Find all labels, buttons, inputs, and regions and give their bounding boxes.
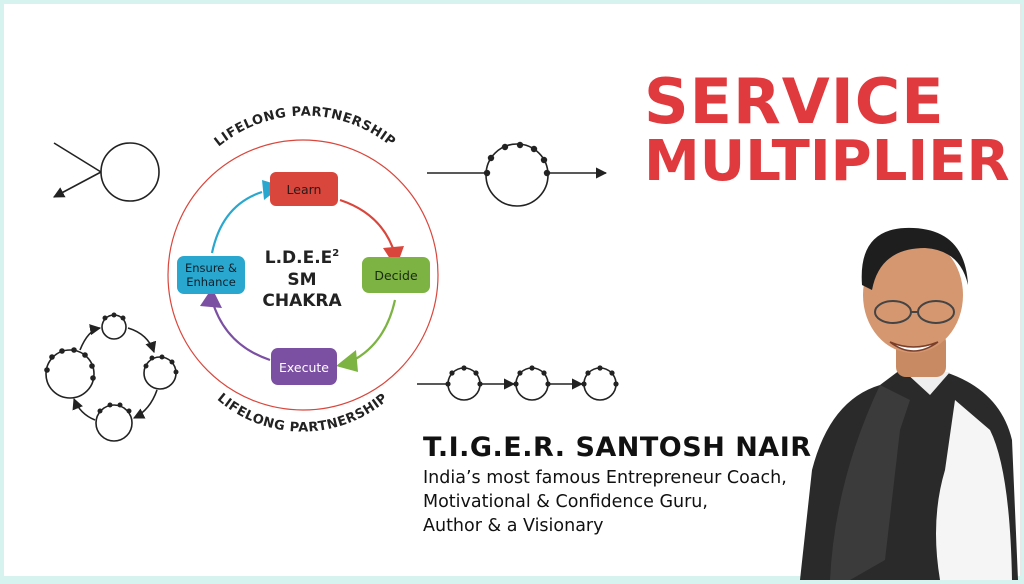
portrait-photo: [800, 227, 1018, 580]
stage-learn-label: Learn: [287, 182, 322, 197]
stage-ensure-label-1: Ensure &: [185, 261, 237, 275]
headline: SERVICE MULTIPLIER: [644, 65, 1014, 195]
arc-decide-to-execute: [349, 299, 397, 363]
stage-execute: [271, 348, 337, 385]
single-circle-doodle: [53, 142, 160, 202]
arc-ensure-to-learn: [210, 190, 263, 254]
arc-label-bottom: LIFELONG PARTNERSHIP: [214, 391, 391, 436]
arc-execute-to-ensure: [210, 299, 271, 362]
bio-line-2: Motivational & Confidence Guru,: [423, 492, 708, 512]
stage-ensure-label-2: Enhance: [186, 275, 236, 289]
center-title-2: SM: [287, 270, 316, 290]
headline-line-1: SERVICE: [644, 65, 945, 138]
person-bio: India’s most famous Entrepreneur Coach, …: [423, 466, 787, 538]
circle-network-doodle: [44, 312, 179, 442]
stage-learn: [270, 172, 338, 206]
bio-line-1: India’s most famous Entrepreneur Coach,: [423, 468, 787, 488]
chakra-ring: [167, 139, 439, 411]
stage-decide-label: Decide: [374, 268, 418, 283]
stage-decide: [362, 257, 430, 293]
center-title-3: CHAKRA: [262, 291, 342, 311]
center-title-1: L.D.E.E2: [265, 248, 340, 268]
bio-line-3: Author & a Visionary: [423, 516, 604, 536]
arrow-execute-icon: [336, 350, 358, 372]
circle-chain-doodle: [417, 365, 619, 401]
dotted-circle-arrow-doodle: [427, 141, 608, 207]
stage-ensure-enhance: [177, 256, 245, 294]
arc-label-top: LIFELONG PARTNERSHIP: [212, 105, 398, 150]
sm-chakra-diagram: LIFELONG PARTNERSHIP LIFELONG PARTNERSHI…: [167, 105, 439, 436]
arrow-ensure-icon: [200, 288, 222, 308]
person-name: T.I.G.E.R. SANTOSH NAIR: [423, 432, 812, 463]
headline-line-2: MULTIPLIER: [644, 129, 1010, 195]
stage-execute-label: Execute: [279, 360, 329, 375]
